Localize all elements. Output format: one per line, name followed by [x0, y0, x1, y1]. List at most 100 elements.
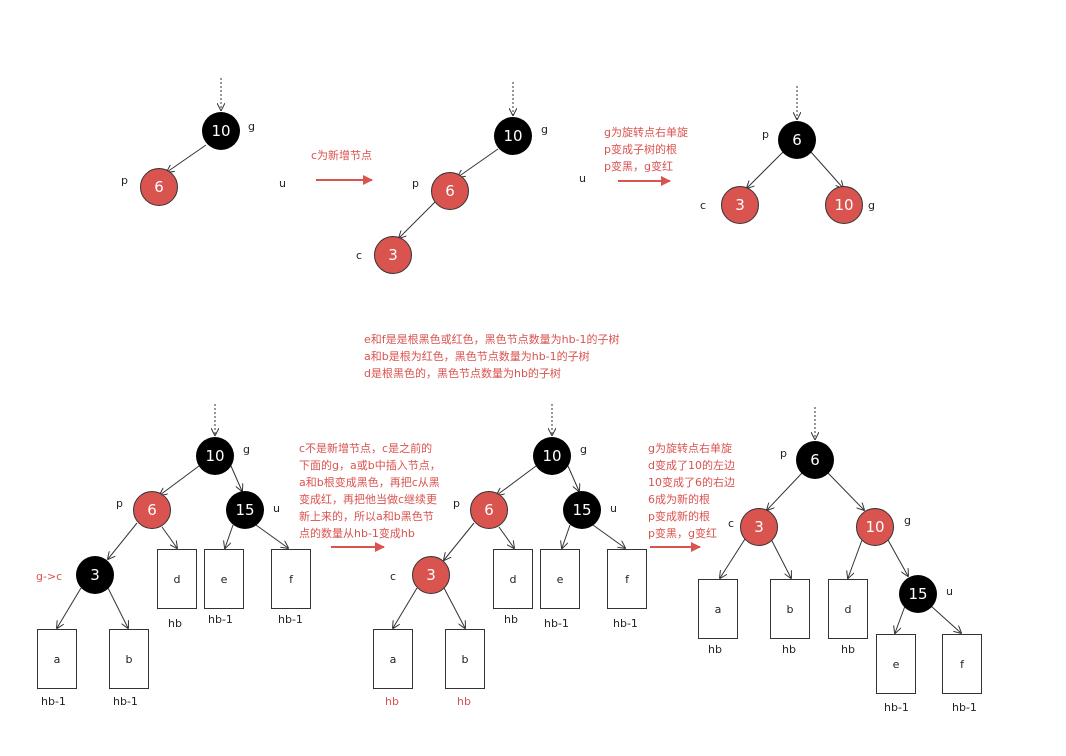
node-u: 15: [226, 491, 264, 529]
note-line: d是根黑色的，黑色节点数量为hb的子树: [364, 367, 561, 380]
tree-edge: [592, 524, 625, 548]
subtree-f: f: [271, 549, 311, 609]
node-p: 6: [796, 441, 834, 479]
tree-edge: [107, 587, 128, 628]
label-g: g: [243, 443, 250, 456]
height-a: hb: [708, 643, 722, 656]
height-b: hb-1: [113, 695, 138, 708]
tree-edge: [810, 151, 843, 188]
subtree-f: f: [607, 549, 647, 609]
tree-edge: [887, 539, 908, 576]
tree-edge: [895, 605, 906, 633]
label-g: g: [868, 199, 875, 212]
height-d: hb: [504, 613, 518, 626]
note-rotate: g为旋转点右单旋 p变成子树的根 p变黑，g变红: [604, 124, 688, 175]
note-line: d变成了10的左边: [648, 459, 735, 472]
node-c: 3: [374, 236, 412, 274]
height-a: hb: [385, 695, 399, 708]
note-line: 新上来的，所以a和b黑色节: [299, 510, 434, 523]
label-u: u: [273, 502, 280, 515]
subtree-d: d: [828, 579, 868, 639]
label-u: u: [610, 502, 617, 515]
subtree-a: a: [37, 629, 77, 689]
label-u: u: [279, 177, 286, 190]
label-g-to-c: g->c: [36, 570, 63, 583]
node-g: 10: [202, 112, 240, 150]
label-c: c: [728, 517, 735, 530]
subtree-e: e: [204, 549, 244, 609]
node-g: 10: [494, 117, 532, 155]
tree-edge: [399, 201, 436, 238]
subtree-f: f: [942, 634, 982, 694]
tree-edge: [767, 472, 803, 510]
node-p: 6: [140, 168, 178, 206]
tree-edge: [930, 605, 961, 633]
height-b: hb: [457, 695, 471, 708]
tree-edge: [567, 465, 579, 491]
note-line: 6成为新的根: [648, 493, 710, 506]
tree-edge: [160, 465, 200, 495]
subtree-d: d: [493, 549, 533, 609]
label-g: g: [248, 120, 255, 133]
note-line: p变成子树的根: [604, 143, 677, 156]
tree-edge: [161, 526, 177, 548]
height-f: hb-1: [952, 701, 977, 714]
note-line: a和b是根为红色，黑色节点数量为hb-1的子树: [364, 350, 590, 363]
tree-edge: [747, 151, 784, 188]
node-p: 6: [778, 121, 816, 159]
height-f: hb-1: [613, 617, 638, 630]
node-u: 15: [563, 491, 601, 529]
subtree-b: b: [770, 579, 810, 639]
subtree-description: e和f是是根黑色或红色，黑色节点数量为hb-1的子树 a和b是根为红色，黑色节点…: [364, 331, 620, 382]
tree-edge: [57, 587, 82, 628]
note-line: p变黑，g变红: [648, 527, 717, 540]
label-p: p: [762, 128, 769, 141]
node-c: 3: [412, 556, 450, 594]
note-line: c不是新增节点，c是之前的: [299, 442, 433, 455]
subtree-b: b: [445, 629, 485, 689]
label-g: g: [541, 123, 548, 136]
note-line: p变黑，g变红: [604, 160, 673, 173]
note-rotate-bottom: g为旋转点右单旋 d变成了10的左边 10变成了6的右边 6成为新的根 p变成新…: [648, 440, 735, 542]
height-d: hb: [168, 617, 182, 630]
tree-edge: [770, 538, 791, 578]
label-c: c: [700, 199, 707, 212]
label-g: g: [904, 514, 911, 527]
node-p: 6: [470, 491, 508, 529]
tree-edge: [562, 524, 571, 548]
subtree-e: e: [540, 549, 580, 609]
label-p: p: [121, 174, 128, 187]
node-c: 3: [76, 556, 114, 594]
node-p: 6: [431, 172, 469, 210]
note-line: g为旋转点右单旋: [648, 442, 732, 455]
node-c: 3: [721, 186, 759, 224]
tree-edge: [848, 539, 863, 578]
subtree-d: d: [157, 549, 197, 609]
tree-edge: [108, 522, 138, 559]
note-new-node: c为新增节点: [311, 149, 373, 162]
label-p: p: [412, 177, 419, 190]
note-line: 变成红，再把他当做c继续更: [299, 493, 438, 506]
note-line: 10变成了6的右边: [648, 476, 735, 489]
height-e: hb-1: [208, 613, 233, 626]
height-b: hb: [782, 643, 796, 656]
note-recolor: c不是新增节点，c是之前的 下面的g，a或b中插入节点， a和b根变成黑色，再把…: [299, 440, 441, 542]
tree-edge: [444, 522, 475, 560]
label-p: p: [780, 447, 787, 460]
node-g: 10: [533, 437, 571, 475]
label-u: u: [579, 172, 586, 185]
note-line: g为旋转点右单旋: [604, 126, 688, 139]
note-line: a和b根变成黑色，再把c从黑: [299, 476, 440, 489]
label-c: c: [390, 570, 397, 583]
tree-edge: [443, 587, 465, 628]
label-c: c: [356, 249, 363, 262]
node-g: 10: [825, 186, 863, 224]
subtree-a: a: [698, 579, 738, 639]
tree-edge: [255, 524, 288, 548]
node-c: 3: [740, 508, 778, 546]
note-line: 下面的g，a或b中插入节点，: [299, 459, 441, 472]
label-g: g: [580, 443, 587, 456]
height-e: hb-1: [884, 701, 909, 714]
